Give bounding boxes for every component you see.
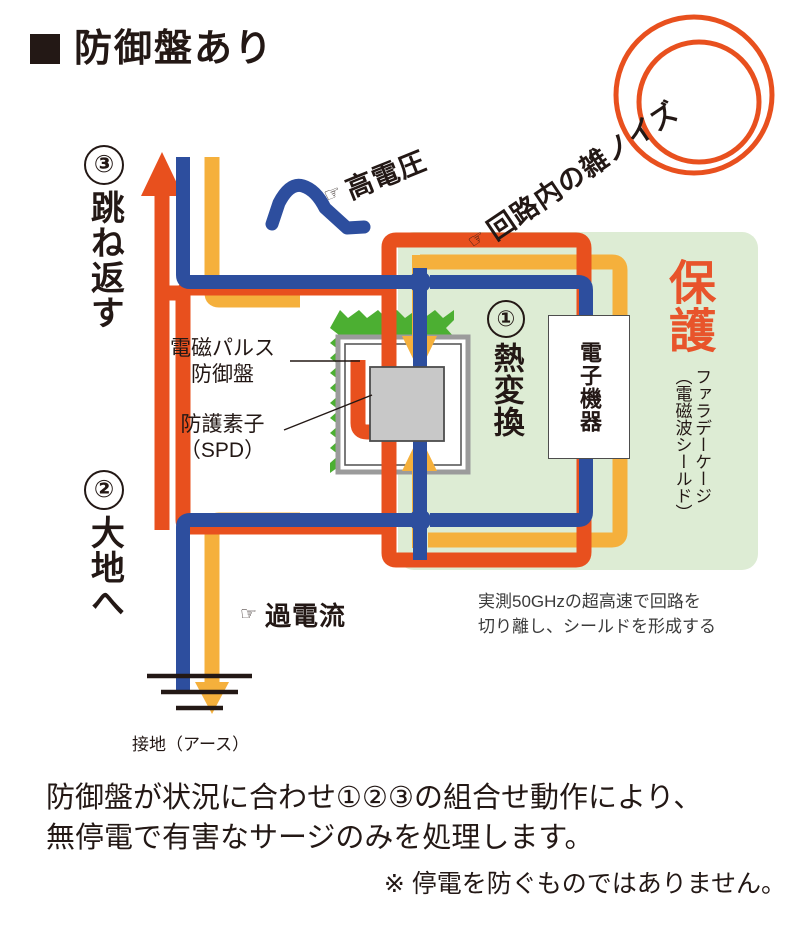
- leader-lines: [283, 360, 373, 431]
- page-title: 防御盤あり: [30, 30, 274, 68]
- footer-line2: 無停電で有害なサージのみを処理します。: [46, 822, 594, 855]
- protection-title: 保護: [662, 258, 715, 354]
- electronic-device-box: 電子機器: [548, 315, 630, 459]
- wire-junction-dots: [409, 271, 431, 531]
- reflect-arrow-icon: [141, 152, 183, 530]
- shield-speed-note: 実測50GHzの超高速で回路を 切り離し、シールドを形成する: [478, 590, 798, 639]
- electronic-device-label: 電子機器: [577, 341, 602, 433]
- step-three-number: ③: [84, 145, 124, 185]
- leader-label-spd-line1: 防護素子: [180, 413, 265, 436]
- step-one: ① 熱変換: [487, 300, 525, 438]
- step-two: ② 大地へ: [84, 470, 124, 620]
- leader-label-panel: 電磁パルス 防御盤: [150, 336, 295, 389]
- step-three: ③ 跳ね返す: [84, 145, 124, 330]
- ground-caption: 接地（アース）: [132, 735, 250, 754]
- footer-note: ※ 停電を防ぐものではありません。: [383, 870, 786, 898]
- faraday-cage-label: ファラデーケージ （電磁波シールド）: [672, 368, 712, 521]
- step-one-label: 熱変換: [488, 342, 524, 438]
- footer-description: 防御盤が状況に合わせ①②③の組合せ動作により、 無停電で有害なサージのみを処理し…: [46, 778, 786, 858]
- leader-label-spd-line2: （SPD）: [179, 439, 266, 463]
- shield-speed-note-line2: 切り離し、シールドを形成する: [478, 616, 716, 636]
- leader-label-spd: 防護素子 （SPD）: [150, 412, 295, 465]
- callout-overcurrent-label: 過電流: [265, 601, 347, 631]
- title-bullet-icon: [30, 34, 60, 64]
- pointing-hand-icon: ☞: [240, 604, 258, 625]
- shield-speed-note-line1: 実測50GHzの超高速で回路を: [478, 592, 701, 611]
- faraday-cage-line1: ファラデーケージ: [692, 368, 712, 504]
- faraday-cage-line2: （電磁波シールド）: [672, 368, 692, 521]
- footer-line1: 防御盤が状況に合わせ①②③の組合せ動作により、: [46, 782, 703, 814]
- surge-waveform-icon: [265, 178, 371, 235]
- step-two-number: ②: [84, 470, 124, 510]
- spd-component-box: [369, 366, 445, 442]
- leader-label-panel-line2: 防御盤: [191, 363, 254, 387]
- step-two-label: 大地へ: [85, 515, 124, 620]
- ground-symbol-icon: [147, 673, 252, 711]
- leader-label-panel-line1: 電磁パルス: [170, 337, 275, 360]
- callout-overcurrent: ☞ 過電流: [240, 596, 346, 633]
- title-text: 防御盤あり: [74, 28, 275, 70]
- noise-circles-icon: [613, 14, 775, 176]
- step-three-label: 跳ね返す: [85, 190, 124, 330]
- step-one-number: ①: [487, 300, 525, 338]
